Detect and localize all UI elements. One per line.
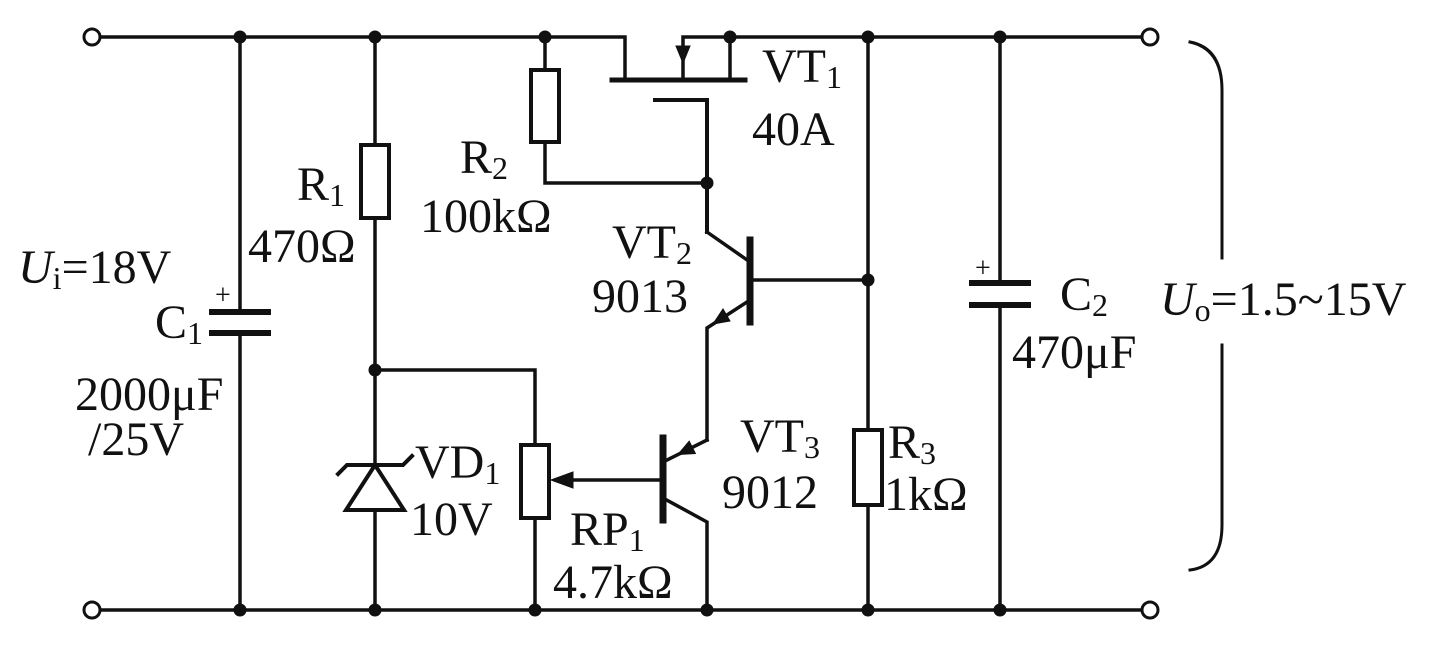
junction-dot [993, 603, 1007, 617]
r3-value: 1kΩ [884, 468, 968, 521]
junction-dot [861, 30, 875, 44]
resistor-r2 [529, 35, 709, 185]
vt2-value: 9013 [592, 270, 688, 323]
rp1-value: 4.7kΩ [553, 556, 673, 609]
r2-value: 100kΩ [420, 190, 552, 243]
input-terminal-negative [82, 600, 102, 620]
mosfet-vt1 [609, 35, 748, 234]
junction-dot [723, 30, 737, 44]
junction-dot [233, 30, 247, 44]
r3-body [852, 428, 884, 507]
r1-designator: R1 [297, 158, 345, 213]
vt1-body-arrow [675, 45, 691, 65]
zener-diode-vd1 [335, 453, 415, 612]
vt3-value: 9012 [722, 466, 818, 519]
rails [98, 35, 1144, 612]
junction-dots [233, 30, 1007, 617]
top-rail-input [98, 35, 627, 82]
output-terminal-positive [1140, 27, 1160, 47]
potentiometer-rp1 [373, 368, 665, 612]
vt1-gate [653, 98, 709, 234]
junction-dot [368, 363, 382, 377]
capacitor-c2: + [969, 35, 1031, 612]
resistor-r3 [852, 35, 884, 612]
input-terminal-positive [82, 27, 102, 47]
c1-rating: /25V [88, 413, 184, 466]
junction-dot [700, 176, 714, 190]
r2-body [529, 68, 561, 144]
vt2-collector [704, 229, 753, 265]
output-terminal-negative [1140, 600, 1160, 620]
rp1-body [519, 443, 551, 520]
junction-dot [528, 603, 542, 617]
input-voltage-label: Ui=18V [18, 241, 172, 296]
vd1-designator: VD1 [415, 436, 500, 491]
junction-dot [861, 603, 875, 617]
r1-body [359, 143, 391, 220]
junction-dot [700, 603, 714, 617]
rp1-wiper-arrow [549, 471, 574, 489]
vt2-designator: VT2 [612, 216, 692, 271]
rp1-designator: RP1 [570, 503, 645, 558]
vt3-collector [660, 495, 709, 612]
junction-dot [993, 30, 1007, 44]
output-voltage-label: Uo=1.5~15V [1160, 273, 1407, 328]
vt1-designator: VT1 [762, 40, 842, 95]
vd1-value: 10V [410, 493, 493, 546]
resistor-r1 [359, 35, 391, 467]
vd1-triangle [342, 461, 408, 512]
labels: Ui=18V C1 2000μF /25V R1 470Ω R2 100kΩ V… [18, 40, 1407, 609]
r3-designator: R3 [888, 416, 936, 471]
c1-value: 2000μF [75, 368, 223, 421]
capacitor-c1: + [209, 35, 271, 612]
c2-designator: C2 [1060, 268, 1108, 323]
junction-dot [368, 30, 382, 44]
r1-value: 470Ω [248, 220, 356, 273]
c2-polarity-mark: + [975, 253, 991, 284]
c1-designator: C1 [155, 296, 203, 351]
vt2-emitter-arrow [711, 308, 731, 325]
c1-polarity-mark: + [215, 280, 231, 311]
vt3-emitter-arrow [676, 440, 697, 456]
transistor-vt2 [704, 229, 870, 442]
junction-dot [538, 30, 552, 44]
r2-designator: R2 [460, 131, 508, 186]
vt3-designator: VT3 [740, 410, 820, 465]
junction-dot [861, 273, 875, 287]
output-brace [1188, 40, 1224, 572]
junction-dot [233, 603, 247, 617]
vt2-emitter [705, 297, 753, 442]
terminals [82, 27, 1160, 620]
junction-dot [368, 603, 382, 617]
transistor-vt3 [659, 434, 710, 612]
c2-value: 470μF [1012, 326, 1136, 379]
top-rail-output [681, 35, 1144, 82]
vt1-value: 40A [752, 103, 835, 156]
